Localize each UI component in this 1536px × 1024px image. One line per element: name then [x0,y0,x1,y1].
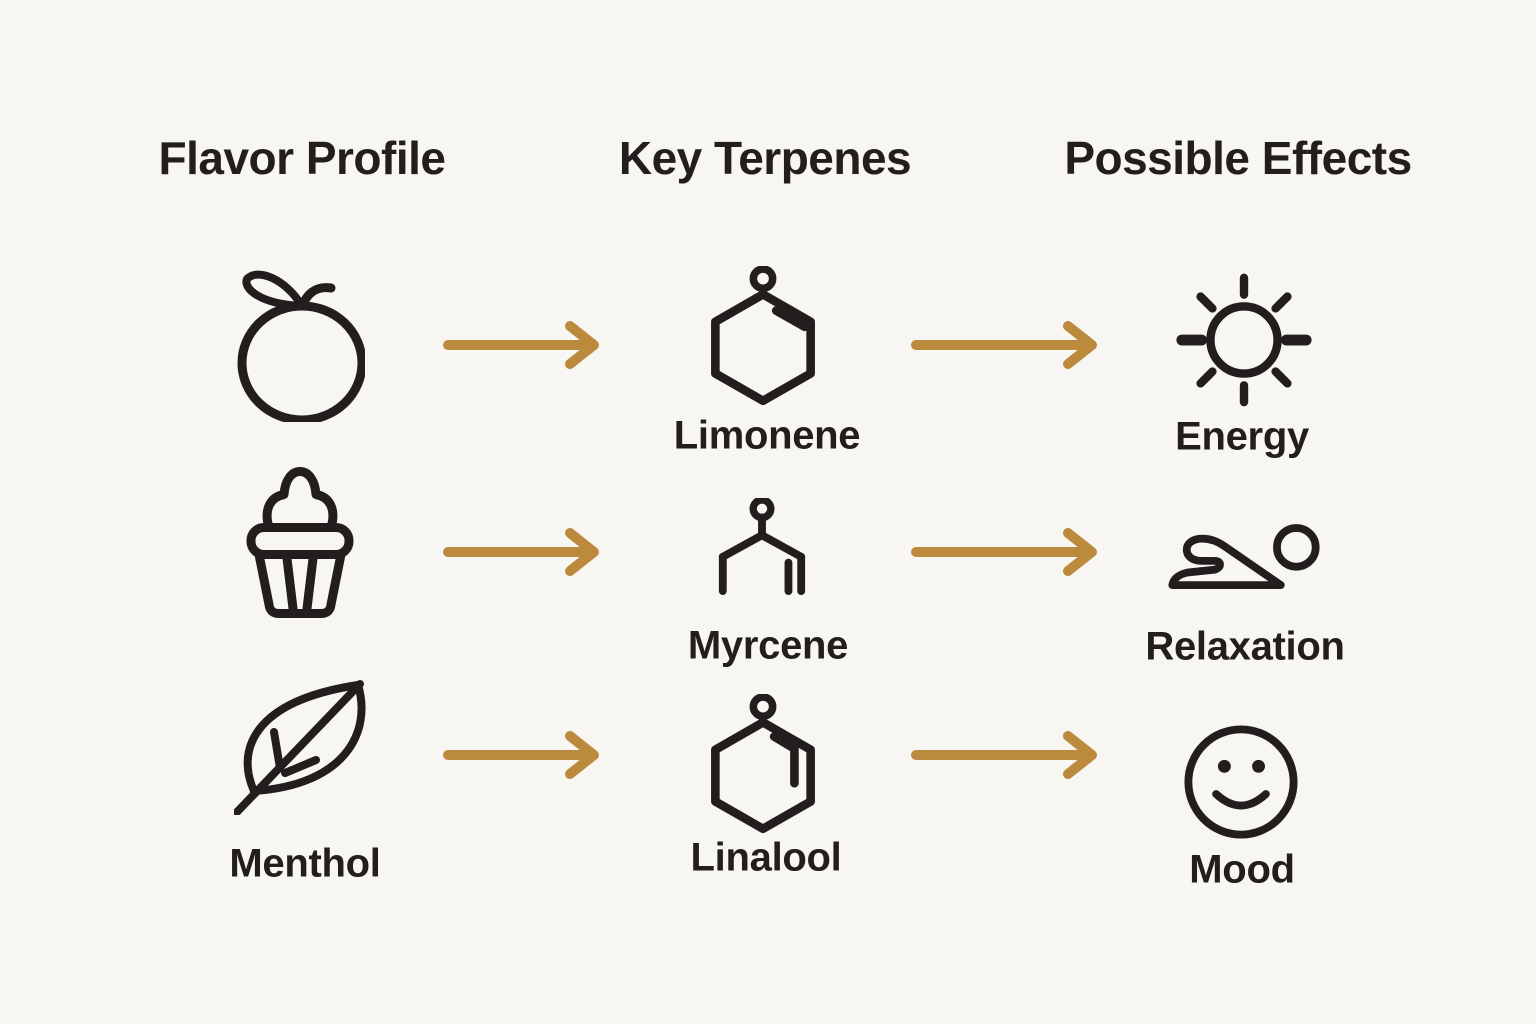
column-header-flavor-profile: Flavor Profile [158,132,446,184]
relaxing-person-icon [1167,521,1322,593]
arrow-right-icon [442,727,602,783]
leaf-icon [234,673,366,815]
smiley-face-icon [1181,722,1301,842]
orange-icon [235,266,365,422]
terpene-label: Linalool [690,835,842,880]
effect-label: Relaxation [1145,624,1345,669]
arrow-right-icon [442,317,602,373]
column-header-key-terpenes: Key Terpenes [618,132,912,184]
cupcake-icon [237,466,363,623]
flavor-label: Menthol [229,841,381,886]
effect-label: Energy [1175,414,1309,459]
effect-label: Mood [1189,847,1295,892]
arrow-right-icon [442,524,602,580]
linalool-molecule-icon [707,694,819,842]
terpene-label: Limonene [673,413,861,458]
arrow-right-icon [910,317,1100,373]
arrow-right-icon [910,524,1100,580]
myrcene-molecule-icon [713,498,811,596]
arrow-right-icon [910,727,1100,783]
limonene-molecule-icon [707,266,819,414]
column-header-possible-effects: Possible Effects [1064,132,1412,184]
terpene-label: Myrcene [687,623,849,668]
sun-icon [1170,267,1318,415]
